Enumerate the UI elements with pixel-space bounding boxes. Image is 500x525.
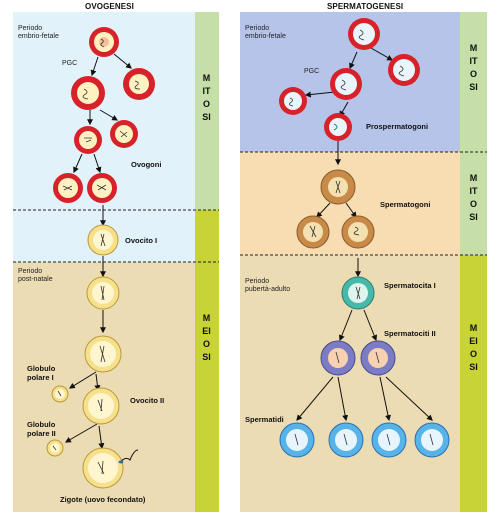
ovo-zigote-cell (82, 447, 139, 489)
sperm-pgc-label: PGC (304, 68, 320, 75)
spermatogenesi-title: SPERMATOGENESI (327, 2, 404, 11)
spermatogenesis-mitosi-band-2 (460, 152, 487, 255)
ovo-pgc-label: PGC (62, 60, 78, 67)
sperm-spermatogonio-right (341, 215, 375, 249)
sperm-period-puberty-label: Periodo pubertà-adulto (245, 278, 291, 293)
ovogenesis-cells (46, 27, 155, 489)
spermatogenesis-meiosi-band (460, 255, 487, 512)
ovo-cell-3a (74, 126, 102, 154)
sperm-pgc-cell-top (348, 18, 380, 50)
ovo-meiosis-cell-1 (86, 276, 120, 310)
sperm-spermatocita-2-right (360, 340, 396, 376)
ovogoni-label: Ovogoni (131, 160, 162, 169)
spermatogenesis-mitosi-band-1 (460, 12, 487, 152)
ovocito-2-label: Ovocito II (130, 396, 165, 405)
ovo-ovocito-1-cell (87, 224, 119, 256)
sperm-spermatide-1 (279, 422, 315, 458)
ovo-cell-3b (110, 120, 138, 148)
sperm-spermatogonio-left (296, 215, 330, 249)
sperm-cell-left (279, 87, 307, 115)
spermatogenesis-cells (279, 18, 450, 458)
sperm-meiosi-side-label: MEIOSI (469, 323, 478, 372)
sperm-cell-right (388, 54, 420, 86)
ovo-period-embryo-label: Periodo embrio-fetale (18, 25, 59, 40)
ovo-globulo-polare-1 (51, 385, 69, 403)
sperm-spermatocita-1-cell (341, 276, 375, 310)
spermatogenesis-arrows (296, 47, 433, 422)
sperm-spermatide-4 (414, 422, 450, 458)
sperm-period-embryo-label: Periodo embrio-fetale (245, 25, 286, 40)
ovo-ovogonio-1 (53, 173, 83, 203)
spermatidi-label: Spermatidi (245, 415, 284, 424)
prospermatogoni-label: Prospermatogoni (366, 122, 429, 131)
ovocito-1-label: Ovocito I (125, 236, 158, 245)
ovogenesis-arrows (64, 53, 132, 450)
zigote-label: Zigote (uovo fecondato) (60, 495, 146, 504)
globulo-polare-1-label: Globulo polare I (27, 364, 56, 382)
sperm-spermatogonio-top (320, 169, 356, 205)
sperm-mitosi-side-label-2: MITOSI (469, 173, 478, 222)
spermatocita-1-label: Spermatocita I (384, 281, 436, 290)
sperm-spermatide-3 (371, 422, 407, 458)
ovo-period-post-label: Periodo post-natale (18, 268, 53, 283)
ovo-cell-2b (123, 68, 155, 100)
globulo-polare-2-label: Globulo polare II (27, 420, 56, 438)
spermatogoni-label: Spermatogoni (380, 200, 431, 209)
sperm-pgc-cell-mid (330, 68, 362, 100)
sperm-spermatocita-2-left (320, 340, 356, 376)
sperm-prospermatogonio-cell (324, 113, 352, 141)
sperm-mitosi-side-label-1: MITOSI (469, 43, 478, 92)
ovo-ovogonio-2 (87, 173, 117, 203)
sperm-spermatide-2 (328, 422, 364, 458)
spermatociti-2-label: Spermatociti II (384, 329, 436, 338)
ovo-meiosi-side-label: MEIOSI (202, 313, 211, 362)
ovo-meiosis-cell-2 (84, 335, 122, 373)
ovo-cell-2a (71, 76, 105, 110)
ovo-ovocito-2-cell (82, 387, 120, 425)
ovo-globulo-polare-2 (46, 439, 64, 457)
ovo-mitosi-side-label: MITOSI (202, 73, 211, 122)
ovo-pgc-cell (89, 27, 119, 57)
ovogenesis-mitosi-band (195, 12, 219, 210)
ovogenesis-meiosi-band (195, 210, 219, 512)
ovogenesi-title: OVOGENESI (85, 2, 134, 11)
